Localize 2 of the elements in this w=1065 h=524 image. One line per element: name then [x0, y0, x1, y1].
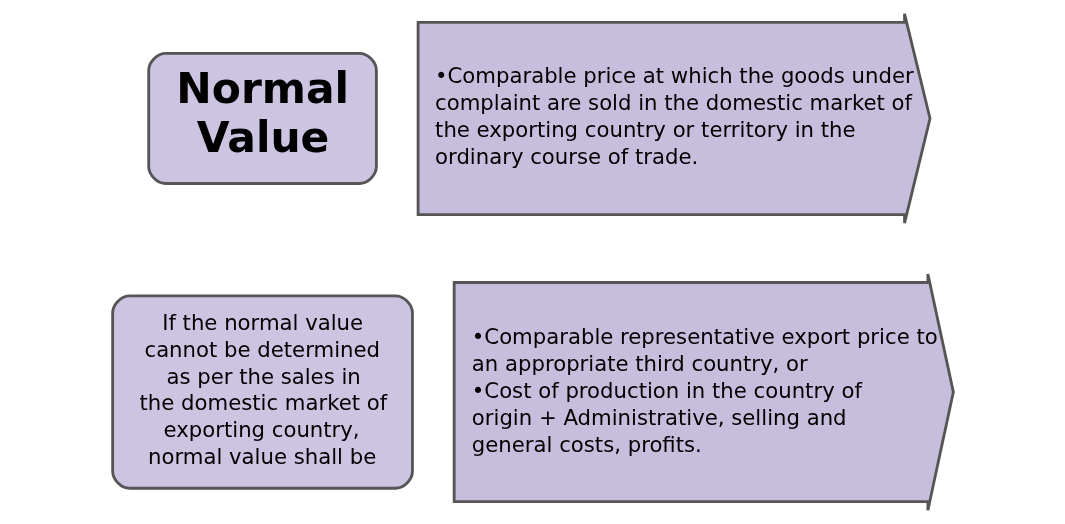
node-box: If the normal value cannot be determined as per the sales in the domestic market of exporting country, normal value shall be: [110, 294, 414, 490]
node-box: Normal Value: [146, 52, 378, 185]
